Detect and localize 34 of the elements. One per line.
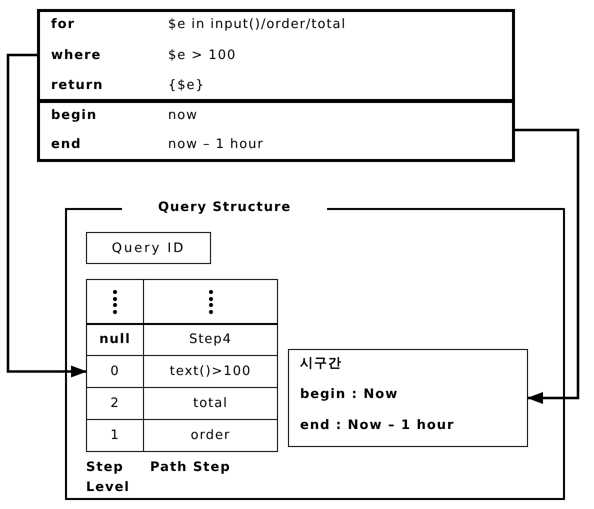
- table-row: [86, 355, 278, 388]
- table-row: [86, 279, 278, 325]
- table-cell-text: total: [192, 395, 229, 413]
- connector-arrow: [6, 54, 87, 378]
- clause-value: $e > 100: [168, 46, 236, 64]
- interval-line: 시구간: [300, 355, 342, 373]
- table-cell-text: text()>100: [168, 363, 252, 381]
- clause-value: $e in input()/order/total: [168, 16, 346, 34]
- connector-arrow: [515, 128, 580, 404]
- column-heading: Path Step: [150, 459, 231, 477]
- table-row: [86, 387, 278, 420]
- time-window-box: [37, 100, 515, 162]
- keyword-label: for: [51, 16, 75, 34]
- table-cell: null: [87, 324, 144, 355]
- interval-line: end : Now – 1 hour: [300, 417, 454, 435]
- time-interval-box: [288, 349, 528, 447]
- table-cell: 2: [87, 388, 144, 419]
- keyword-label: return: [51, 77, 104, 95]
- keyword-label: end: [51, 136, 82, 154]
- table-row: [86, 419, 278, 452]
- clause-value: now – 1 hour: [168, 136, 264, 154]
- table-row: [86, 323, 278, 356]
- keyword-label: where: [51, 46, 102, 64]
- table-cell-text: Step4: [188, 331, 233, 349]
- interval-line: begin : Now: [300, 386, 398, 404]
- table-cell-text: order: [190, 427, 232, 445]
- keyword-label: begin: [51, 107, 98, 125]
- clause-value: now: [168, 107, 198, 125]
- table-cell: 0: [87, 356, 144, 387]
- table-cell: 1: [87, 420, 144, 451]
- clause-value: {$e}: [168, 77, 205, 95]
- id-box: Query ID: [86, 232, 211, 264]
- column-heading: Step Level: [86, 459, 131, 497]
- query-clause-box: [37, 9, 515, 102]
